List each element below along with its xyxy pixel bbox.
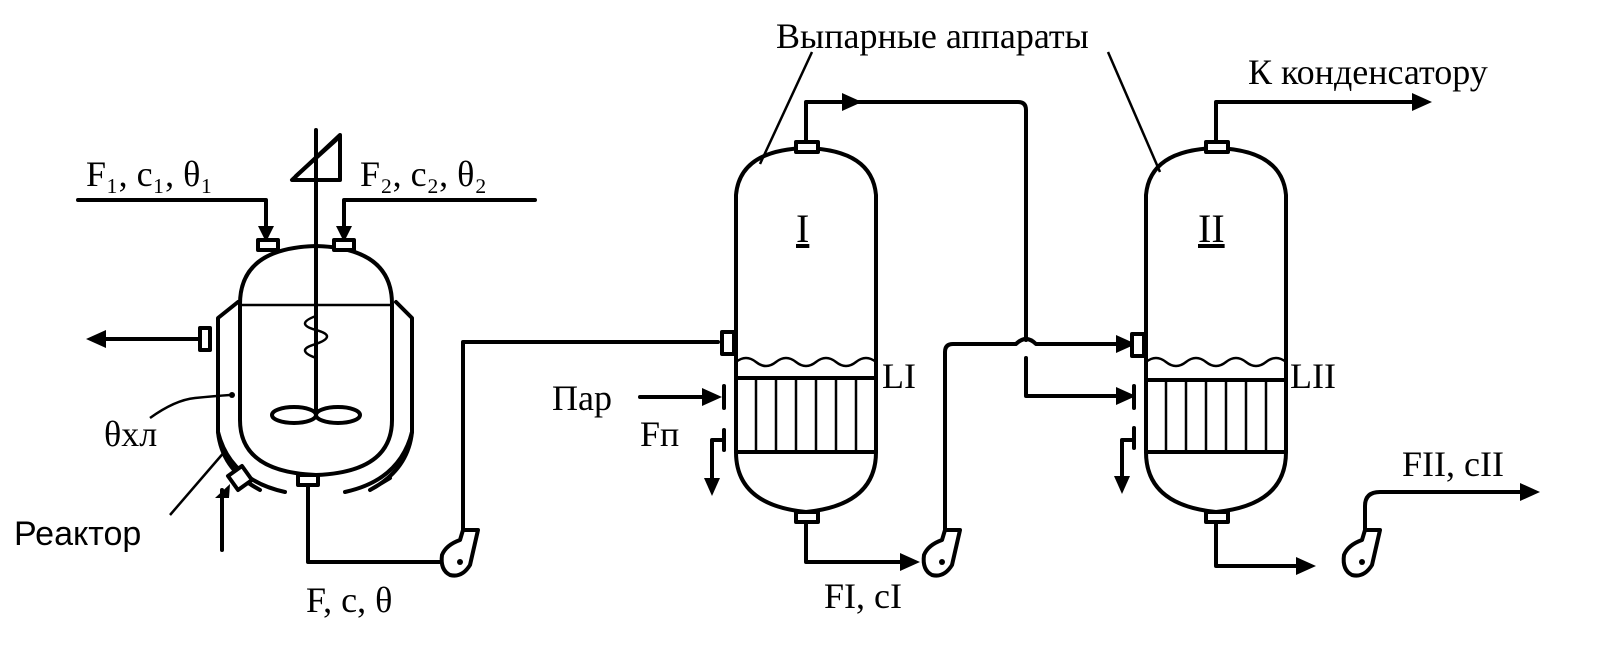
feed1-label: F₁, c₁, θ₁ [86,154,213,194]
evaporator-1 [720,140,878,524]
reactor [198,128,414,494]
evaporator-1-leader [758,51,814,165]
feed2-label: F₂, c₂, θ₂ [360,154,487,194]
feed1-pipe [76,198,268,234]
evaporator-2-liquid-surface [1145,356,1287,368]
feed2-pipe [342,198,537,234]
evaporator-2-outlet-pipe [1214,520,1308,568]
evaporator-1-tubes [754,378,858,452]
evaporator-1-outlet-pipe [804,520,912,564]
impeller-right [314,405,362,425]
evaporator-2-leader [1106,51,1162,173]
coolant-temp-leader [149,393,231,420]
vessel-1-number: I [796,206,809,251]
to-condenser-label: К конденсатору [1248,52,1488,92]
reactor-outlet-label: F, c, θ [306,580,392,620]
coolant-temp-label: θхл [104,414,157,454]
outlet1-label: FI, cI [824,576,902,616]
pump-3-icon [1341,528,1382,578]
vapour-pipe-1 [804,100,1028,342]
level1-label: LI [882,356,916,396]
reactor-label-leader [169,449,227,516]
vessel-2-number: II [1198,206,1225,251]
outlet2-label: FII, cII [1402,444,1504,484]
reactor-outlet-pipe [306,483,442,564]
vortex-icon [303,314,329,360]
pump-1-icon [439,528,480,578]
evaporator-1-liquid-surface [735,356,877,368]
vapour-to-condenser-pipe [1214,100,1422,144]
evaporator-2-tubes [1164,380,1268,452]
evaporator-1-shell [734,146,878,514]
pump-2-icon [921,528,962,578]
evaporator-2-shell [1144,146,1288,514]
steam-label: Пар [552,378,612,418]
level2-label: LII [1290,356,1336,396]
evaporators-title: Выпарные аппараты [776,16,1089,56]
steam-flow-label: Fп [640,414,679,454]
evaporator-2 [1130,140,1288,524]
reactor-label: Реактор [14,515,141,553]
